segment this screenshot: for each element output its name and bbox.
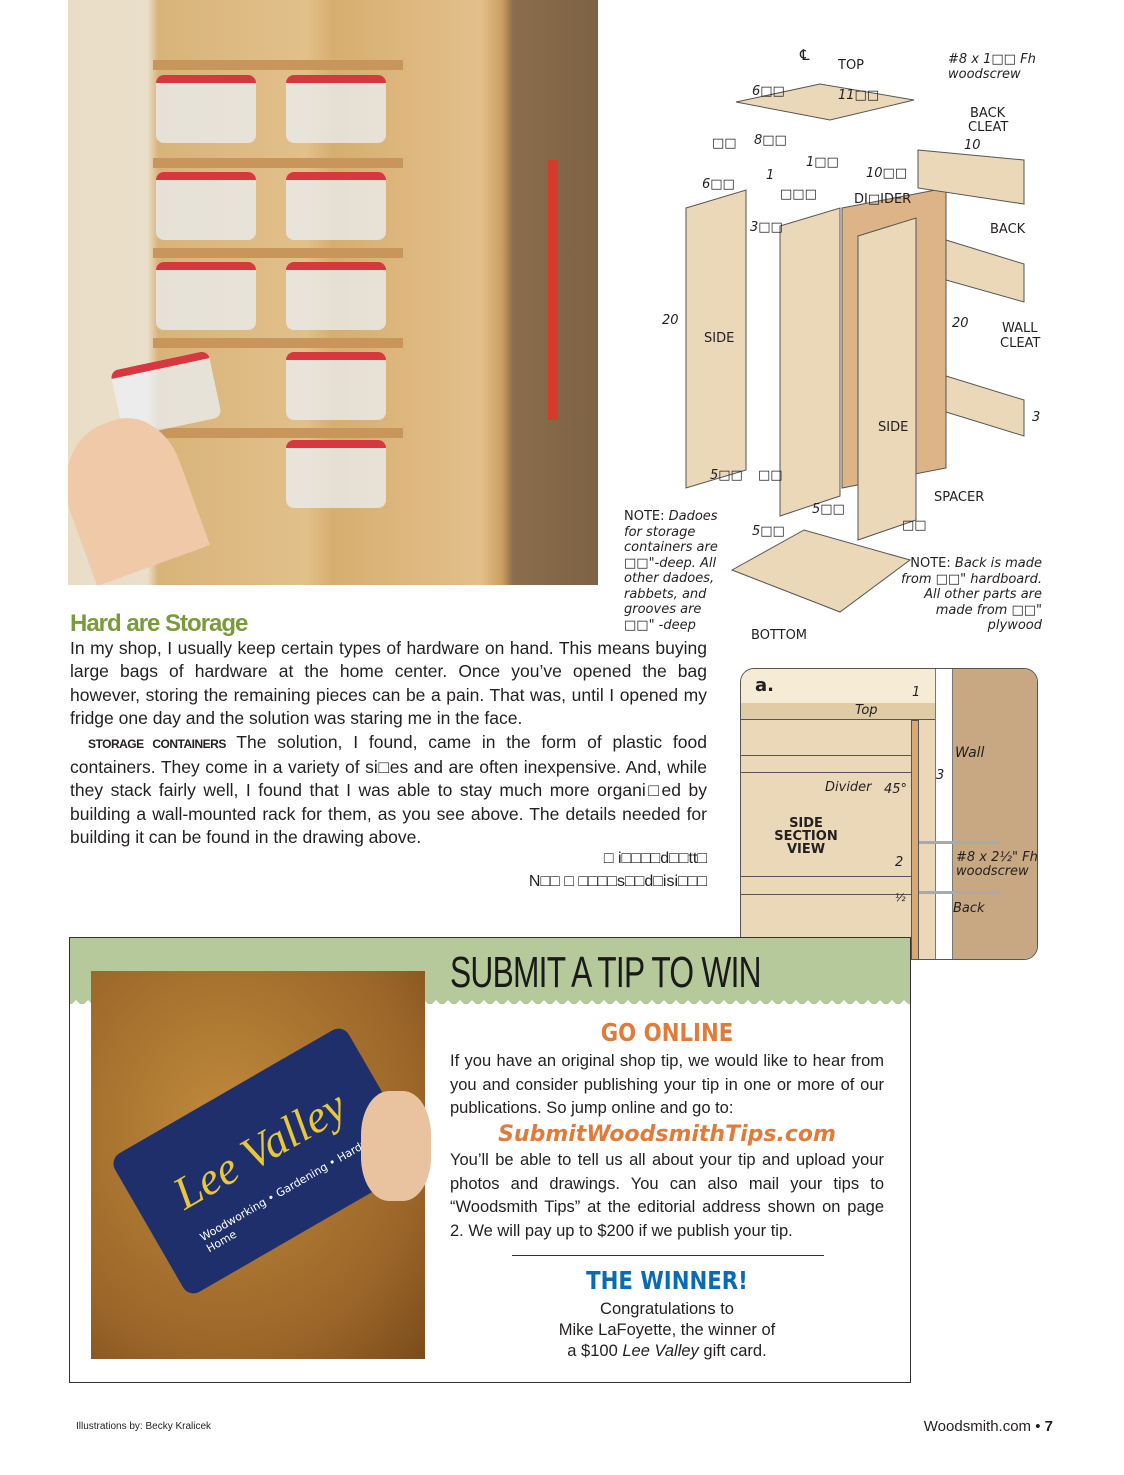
drawing-label: □□	[758, 468, 783, 483]
detail-label: Divider	[825, 780, 872, 795]
gift-card-photo: Lee Valley Woodworking • Gardening • Har…	[91, 971, 431, 1359]
drawing-label: 10	[964, 138, 981, 153]
detail-label: #8 x 2½" Fh	[956, 850, 1038, 865]
drawing-label: 1□□	[806, 155, 839, 170]
detail-label: 2	[895, 855, 904, 870]
illustration-credit: Illustrations by: Becky Kralicek	[76, 1421, 212, 1432]
submit-url-link[interactable]: SubmitWoodsmithTips.com	[498, 1122, 836, 1147]
exploded-view-drawing: TOP #8 x 1□□ Fh woodscrew 6□□ 11□□ BACK …	[620, 40, 1060, 650]
drawing-label: 5□□	[752, 524, 785, 539]
tip-intro: If you have an original shop tip, we wou…	[450, 1052, 884, 1117]
site-link[interactable]: Woodsmith.com	[923, 1418, 1032, 1435]
drawing-label: SIDE	[878, 420, 909, 435]
drawing-label: woodscrew	[948, 67, 1021, 82]
article-body: In my shop, I usually keep certain types…	[70, 637, 707, 850]
drawing-label: 3□□	[750, 220, 783, 235]
drawing-label: □□	[902, 518, 927, 533]
drawing-label: □□□	[780, 187, 817, 202]
drawing-label: WALL	[1002, 321, 1038, 336]
drawing-label: SIDE	[704, 331, 735, 346]
paragraph: In my shop, I usually keep certain types…	[70, 638, 707, 729]
drawing-label: 1	[766, 168, 775, 183]
note-dadoes: NOTE: Dadoes for storage containers are …	[624, 509, 718, 633]
drawing-label: 11□□	[838, 88, 880, 103]
detail-label: 1	[912, 685, 921, 700]
drawing-label: TOP	[838, 58, 865, 73]
note-materials: NOTE: Back is made from □□" hardboard. A…	[900, 556, 1042, 633]
drawing-label: 20	[662, 313, 679, 328]
winner-text: Congratulations to Mike LaFoyette, the w…	[558, 1300, 776, 1360]
drawing-label: DI□IDER	[854, 192, 912, 207]
winner-heading: THE WINNER!	[586, 1266, 748, 1295]
page-number: 7	[1044, 1418, 1053, 1435]
go-online-heading: GO ONLINE	[600, 1018, 734, 1047]
detail-label: Top	[855, 703, 878, 718]
tip-title: SUBMIT A TIP TO WIN	[450, 948, 762, 997]
detail-label: Wall	[955, 745, 985, 761]
drawing-label: SPACER	[934, 490, 985, 505]
drawing-shapes	[685, 83, 1025, 613]
page-footer: Woodsmith.com • 7	[923, 1418, 1053, 1435]
drawing-label: 5□□	[710, 468, 743, 483]
drawing-label: 6□□	[752, 84, 785, 99]
detail-label: 45°	[884, 782, 908, 797]
paragraph: STORAGE CONTAINERS The solution, I found…	[70, 731, 707, 848]
drawing-label: 20	[952, 316, 969, 331]
drawing-label: 10□□	[866, 166, 908, 181]
divider	[512, 1255, 824, 1256]
detail-label: 3	[936, 768, 945, 783]
drawing-label: CLEAT	[1000, 336, 1041, 351]
article-title: Hard are Storage	[70, 610, 248, 637]
author-location: N□□ □ □□□□s□□d□isi□□□	[528, 873, 707, 890]
drawing-label: 8□□	[754, 133, 787, 148]
detail-label: woodscrew	[956, 864, 1029, 879]
detail-tag: a.	[755, 675, 774, 696]
drawing-label: 3	[1032, 410, 1041, 425]
author-name: □ i□□□□d□□tt□	[603, 850, 707, 867]
drawing-label: BOTTOM	[751, 628, 808, 643]
drawing-label: BACK	[990, 222, 1026, 237]
drawing-label: #8 x 1□□ Fh	[948, 52, 1036, 67]
lead-in: STORAGE CONTAINERS	[88, 736, 226, 751]
drawing-label: 6□□	[702, 177, 735, 192]
detail-label: ½	[895, 891, 906, 904]
hardware-rack-photo	[68, 0, 598, 585]
tip-details: You’ll be able to tell us all about your…	[450, 1151, 884, 1240]
detail-label: Back	[953, 901, 985, 916]
submit-tip-box: Lee Valley Woodworking • Gardening • Har…	[69, 937, 911, 1383]
drawing-label: 5□□	[812, 502, 845, 517]
centerline-symbol: ℄	[800, 46, 810, 64]
drawing-label: BACK	[970, 106, 1006, 121]
drawing-label: CLEAT	[968, 120, 1009, 135]
drawing-label: □□	[712, 136, 737, 151]
